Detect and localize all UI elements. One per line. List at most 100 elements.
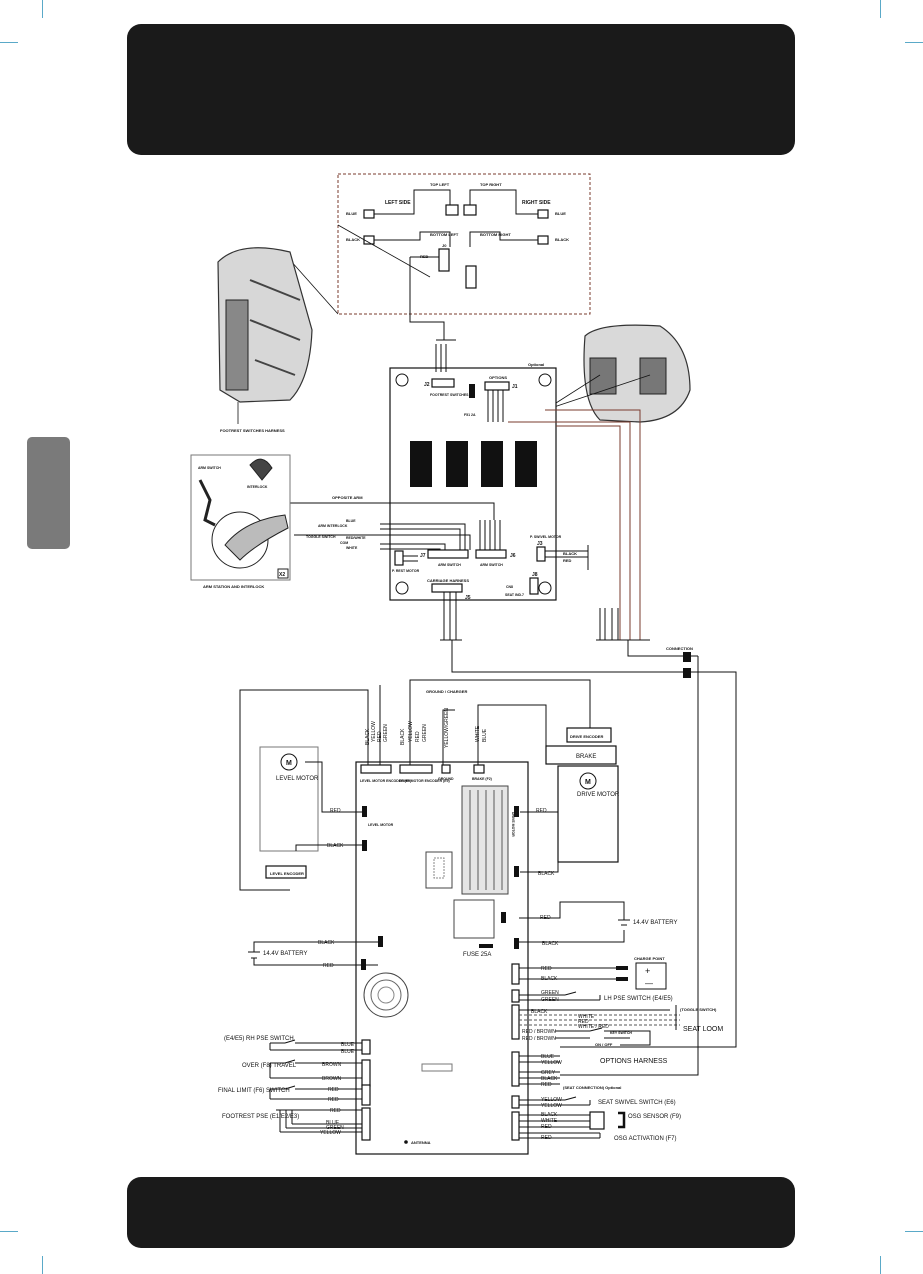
wire-black-batt-r: BLACK: [542, 941, 559, 947]
antenna-dot: [404, 1140, 408, 1144]
mounting-hole: [538, 581, 552, 595]
label-osg-sensor: OSG SENSOR (F9): [628, 1114, 681, 1120]
x2-box: [277, 568, 289, 579]
crop-mark: [0, 1231, 18, 1232]
label-j0: J0: [442, 243, 447, 248]
lh-pse-wires: [519, 991, 601, 1001]
label-on-off: ON / OFF: [595, 1042, 613, 1047]
header-bar: [127, 24, 795, 155]
label-bottom-right: BOTTOM RIGHT: [480, 232, 511, 237]
label-opposite-arm: OPPOSITE ARM: [332, 495, 363, 500]
footrest-switch-connector: [537, 235, 549, 245]
charge-minus: —: [645, 979, 653, 988]
connection-plug: [683, 652, 691, 662]
wire-blue-rh2: BLUE: [341, 1049, 355, 1055]
heatsink-fins: [469, 790, 503, 890]
terminal: [514, 938, 519, 949]
label-top-right: TOP RIGHT: [480, 182, 502, 187]
label-final-limit: FINAL LIMIT (F6) SWITCH: [218, 1088, 290, 1094]
wire-blue-brake: BLUE: [482, 728, 488, 742]
wire-green-de: GREEN: [422, 724, 428, 742]
footrest-pse-wires: [276, 1109, 362, 1133]
wire-red-brown2: RED / BROWN: [522, 1036, 556, 1042]
label-j5: J5: [465, 595, 471, 601]
wire-red-level: RED: [330, 808, 341, 814]
seat-connection-run: [560, 671, 737, 1048]
options-harness-wires: [519, 1055, 560, 1085]
label-osg-activation: OSG ACTIVATION (F7): [614, 1136, 676, 1142]
connector-j3: [536, 546, 546, 562]
wire-black-drive: BLACK: [538, 871, 555, 877]
wire-yellow-le: YELLOW: [371, 721, 377, 742]
heatsink: [461, 785, 509, 895]
wire-brown-ot2: BROWN: [322, 1076, 342, 1082]
wire-green-lh1: GREEN: [541, 990, 559, 996]
motor-m: M: [585, 779, 591, 786]
label-key-switch: KEY SWITCH: [610, 1031, 632, 1035]
wire-green-le: GREEN: [383, 724, 389, 742]
label-brake: BRAKE: [576, 754, 596, 760]
footer-bar: [127, 1177, 795, 1248]
wire-red-de: RED: [415, 731, 421, 742]
connector-j0: [438, 248, 450, 272]
wire-blue-rh1: BLUE: [341, 1042, 355, 1048]
label-toggle-switch: TOGGLE SWITCH: [306, 535, 336, 539]
wire-yellow-fp: YELLOW: [320, 1130, 341, 1136]
relay: [446, 441, 468, 487]
component-box: [453, 899, 495, 939]
footrest-switch-connector: [537, 209, 549, 219]
label-j8: J8: [532, 572, 538, 578]
label-lh-pse: LH PSE SWITCH (E4/E5): [604, 996, 673, 1002]
level-motor-box: [259, 746, 319, 852]
crop-mark: [42, 1256, 43, 1274]
footrest-sub-connector: [463, 204, 477, 216]
relay: [410, 441, 432, 487]
footrest-sub-connector: [445, 204, 459, 216]
label-bottom-left: BOTTOM LEFT: [430, 232, 459, 237]
label-arm-interlock: ARM INTERLOCK: [318, 524, 348, 528]
footrest-harness-wire: [409, 256, 445, 340]
side-tab: [27, 437, 70, 549]
wire-red-brown1: RED / BROWN: [522, 1029, 556, 1035]
wire-red-fl1: RED: [328, 1087, 339, 1093]
drive-encoder-box: [566, 727, 612, 743]
level-encoder-box: [265, 865, 307, 879]
footrest-sub-connector: [465, 265, 477, 289]
osg-sensor-symbol: [618, 1111, 626, 1129]
connector-j8: [529, 577, 539, 595]
label-drive-motor-conn: DRIVE MOTOR: [511, 812, 515, 837]
leader-line: [337, 224, 431, 278]
battery-symbol: [248, 951, 260, 959]
level-motor-wires: [295, 761, 362, 851]
wire-blue-opt: BLUE: [541, 1054, 555, 1060]
charge-plus: +: [645, 966, 650, 976]
p-rest-wires: [403, 555, 418, 562]
label-j2: J2: [424, 382, 430, 388]
terminal: [362, 840, 367, 851]
wire-yellow-sw2: YELLOW: [541, 1103, 562, 1109]
label-cn8: CN8: [506, 585, 513, 589]
j2-wires: [435, 339, 456, 372]
wire-black-de: BLACK: [400, 728, 406, 745]
battery-right-wires: [519, 901, 625, 943]
label-j3: J3: [537, 541, 543, 547]
label-fuse-25a: FUSE 25A: [463, 952, 491, 958]
label-battery-right: 14.4V BATTERY: [633, 920, 677, 926]
chair-base-detail: [639, 357, 667, 395]
arm-switch-part: [198, 479, 216, 527]
seat-loom-dashed: [519, 1014, 680, 1026]
label-interlock: INTERLOCK: [247, 485, 268, 489]
interlock-part: [249, 458, 273, 481]
brake-box: [545, 745, 617, 765]
options-wires: [508, 409, 641, 640]
connector-osg: [511, 1111, 520, 1141]
options-harness-run: [560, 608, 699, 1076]
key-switch-wires: [555, 1027, 651, 1046]
label-seat-ind: SEAT IND.7: [505, 593, 524, 597]
footrest-part-ribs: [249, 279, 301, 376]
terminal: [362, 806, 367, 817]
charge-plug: [616, 977, 628, 981]
rh-pse-wires: [269, 1039, 362, 1051]
wire-white-seat: WHITE: [578, 1014, 595, 1020]
